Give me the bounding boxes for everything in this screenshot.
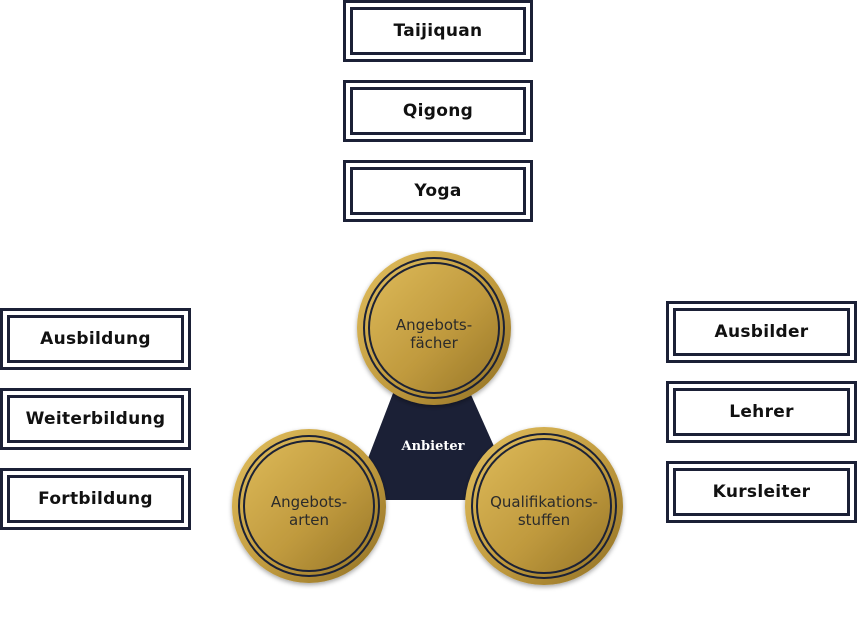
box-label: Kursleiter xyxy=(673,468,850,516)
box-label: Ausbildung xyxy=(7,315,184,363)
box-label: Taijiquan xyxy=(350,7,526,55)
box-label: Fortbildung xyxy=(7,475,184,523)
circle-left xyxy=(232,429,386,583)
box-taijiquan: Taijiquan xyxy=(343,0,533,62)
box-label: Qigong xyxy=(350,87,526,135)
box-fortbildung: Fortbildung xyxy=(0,468,191,530)
box-qigong: Qigong xyxy=(343,80,533,142)
box-label: Ausbilder xyxy=(673,308,850,356)
circle-top-line2: fächer xyxy=(410,334,458,352)
circle-right-label: Qualifikations- stuffen xyxy=(479,493,609,529)
circle-left-line1: Angebots- xyxy=(270,493,348,511)
box-ausbildung: Ausbildung xyxy=(0,308,191,370)
circle-top-line1: Angebots- xyxy=(395,316,473,334)
box-label: Weiterbildung xyxy=(7,395,184,443)
circle-right-line2: stuffen xyxy=(517,511,571,529)
circle-left-label: Angebots- arten xyxy=(244,493,374,529)
box-lehrer: Lehrer xyxy=(666,381,857,443)
box-label: Yoga xyxy=(350,167,526,215)
center-label: Anbieter xyxy=(401,439,465,454)
circle-right-line1: Qualifikations- xyxy=(490,493,598,511)
circle-top-label: Angebots- fächer xyxy=(369,316,499,352)
circle-top xyxy=(357,251,511,405)
circle-right xyxy=(465,427,623,585)
box-yoga: Yoga xyxy=(343,160,533,222)
circle-left-line2: arten xyxy=(289,511,329,529)
box-weiterbildung: Weiterbildung xyxy=(0,388,191,450)
box-ausbilder: Ausbilder xyxy=(666,301,857,363)
box-kursleiter: Kursleiter xyxy=(666,461,857,523)
box-label: Lehrer xyxy=(673,388,850,436)
